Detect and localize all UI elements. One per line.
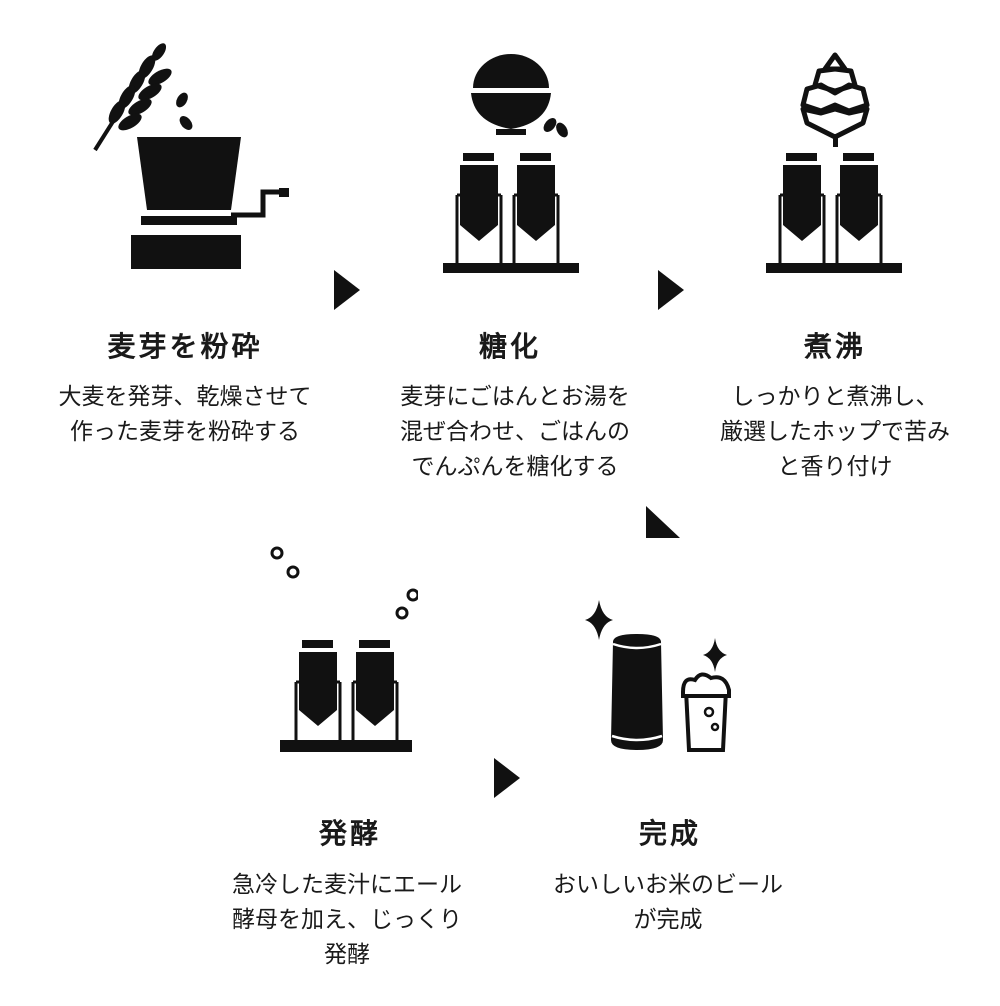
step-description: 急冷した麦汁にエール 酵母を加え、じっくり 発酵	[232, 872, 462, 968]
step-title: 麦芽を粉砕	[107, 330, 263, 363]
step-title: 煮沸	[803, 330, 866, 363]
arrow-right-icon	[494, 758, 520, 798]
fermentation-tank-icon	[270, 546, 418, 752]
step-title: 発酵	[318, 817, 381, 850]
arrow-right-icon	[334, 270, 360, 310]
rice-tank-icon	[443, 54, 579, 273]
step-description: 麦芽にごはんとお湯を 混ぜ合わせ、ごはんの でんぷんを糖化する	[400, 384, 630, 480]
hop-tank-icon	[766, 52, 902, 273]
step-title: 糖化	[478, 330, 541, 363]
arrow-down-left-icon	[646, 506, 680, 538]
step-title: 完成	[638, 817, 701, 850]
arrow-right-icon	[658, 270, 684, 310]
grinder-icon	[93, 43, 289, 269]
step-description: 大麦を発芽、乾燥させて 作った麦芽を粉砕する	[58, 384, 312, 445]
beer-can-icon	[585, 600, 731, 752]
step-description: おいしいお米のビール が完成	[553, 872, 783, 933]
step-description: しっかりと煮沸し、 厳選したホップで苦み と香り付け	[720, 384, 950, 480]
